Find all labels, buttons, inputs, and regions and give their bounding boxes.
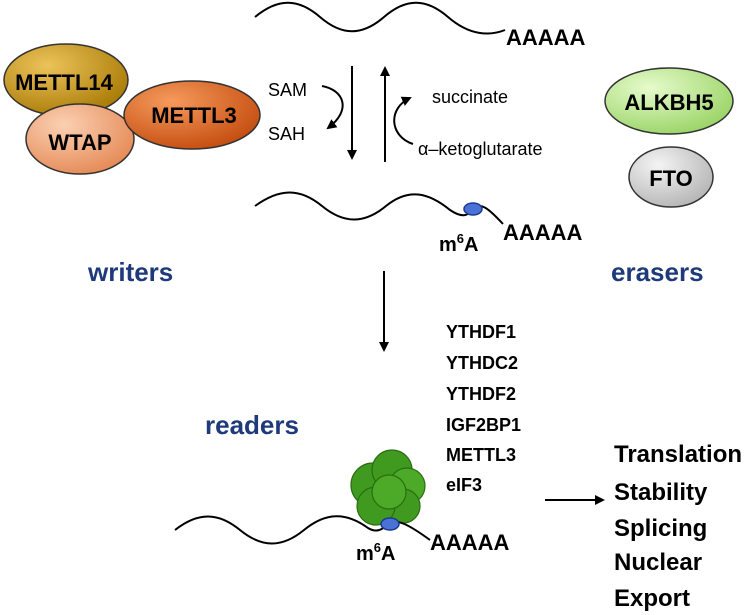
- alpha-ketoglutarate-label: α–ketoglutarate: [418, 139, 543, 159]
- fto-label: FTO: [649, 166, 693, 191]
- outcome-translation: Translation: [614, 441, 742, 468]
- outcome-stability: Stability: [614, 479, 708, 506]
- sam-sah-curve-arrow: [321, 85, 344, 130]
- sam-label: SAM: [268, 80, 307, 100]
- akg-succinate-curve-arrow: [393, 96, 414, 145]
- m6a-mark-middle: [463, 202, 483, 216]
- reader-ythdf1: YTHDF1: [446, 322, 516, 342]
- mrna-top-strand: [254, 1, 506, 35]
- writers-label: writers: [87, 257, 173, 287]
- m6a-label-bottom: m6A: [356, 540, 395, 565]
- polya-tail-middle: AAAAA: [503, 220, 583, 245]
- polya-tail-bottom: AAAAA: [430, 530, 510, 555]
- alkbh5-label: ALKBH5: [624, 90, 713, 115]
- sah-label: SAH: [268, 124, 305, 144]
- reader-igf2bp1: IGF2BP1: [446, 415, 521, 435]
- ribosome-reader-icon: [350, 449, 426, 526]
- succinate-label: succinate: [432, 87, 508, 107]
- mettl3-protein: [123, 80, 261, 150]
- fto-protein: [628, 146, 714, 208]
- alkbh5-protein: [604, 67, 734, 135]
- reader-mettl3: METTL3: [446, 445, 516, 465]
- reader-ythdc2: YTHDC2: [446, 353, 518, 373]
- mettl14-label: METTL14: [15, 70, 114, 95]
- outcome-splicing: Splicing: [614, 515, 707, 542]
- mettl3-label: METTL3: [151, 103, 237, 128]
- outcome-export: Export: [614, 585, 690, 612]
- m6a-mark-bottom: [380, 517, 400, 531]
- outcome-nuclear: Nuclear: [614, 549, 702, 576]
- wtap-protein: [25, 103, 135, 175]
- wtap-label: WTAP: [48, 130, 111, 155]
- reader-ythdf2: YTHDF2: [446, 384, 516, 404]
- polya-tail-top: AAAAA: [506, 25, 586, 50]
- readers-label: readers: [205, 410, 299, 440]
- m6a-label-middle: m6A: [439, 231, 478, 256]
- erasers-label: erasers: [611, 257, 704, 287]
- reader-eif3: eIF3: [446, 475, 482, 495]
